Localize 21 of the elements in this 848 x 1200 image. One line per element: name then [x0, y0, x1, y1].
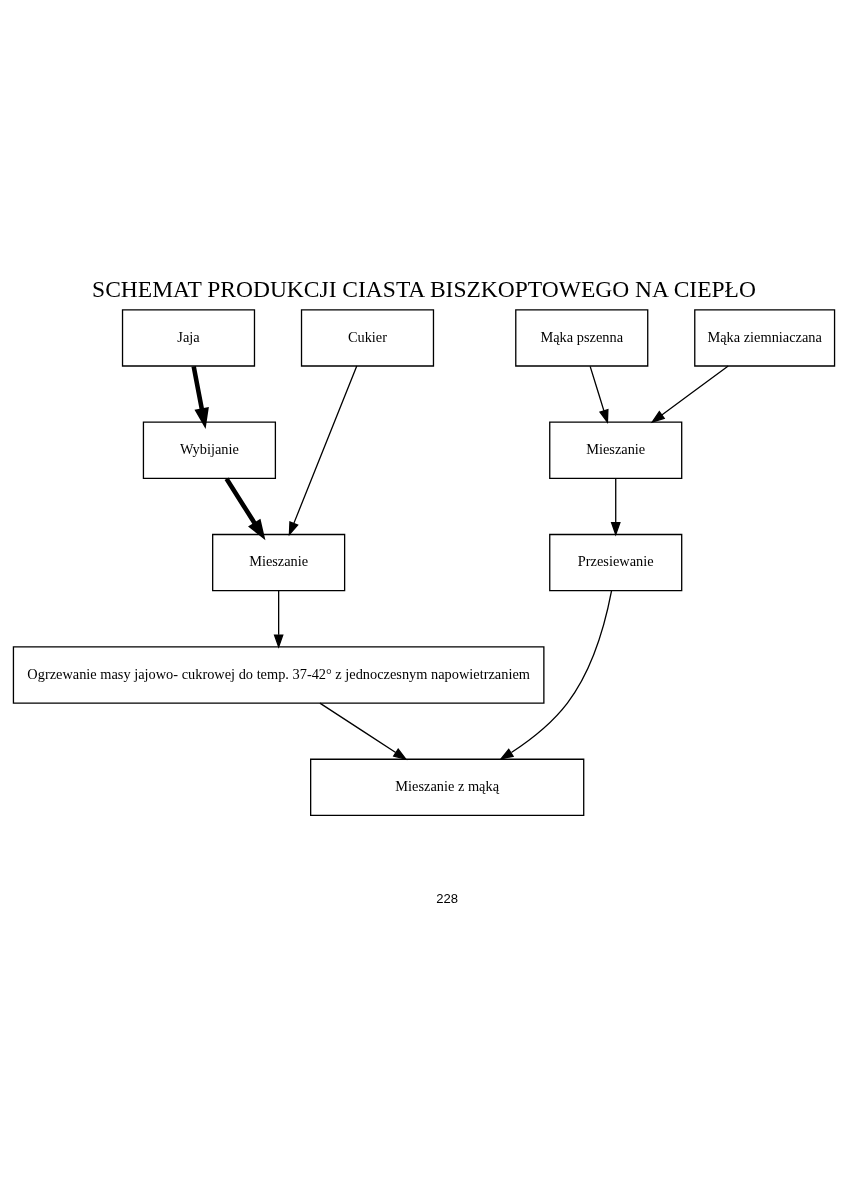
node-box: Przesiewanie — [549, 533, 683, 591]
node-box: Mieszanie — [549, 421, 683, 479]
node-box: Mieszanie — [212, 533, 346, 591]
arrow — [191, 365, 209, 429]
arrow — [499, 589, 613, 760]
arrow — [650, 364, 729, 423]
arrow — [273, 589, 284, 649]
arrow — [319, 701, 408, 760]
label: 228 — [436, 890, 459, 906]
arrow — [610, 477, 621, 536]
node-box: Jaja — [121, 308, 256, 367]
diagram-title: SCHEMAT PRODUKCJI CIASTA BISZKOPTOWEGO NA CIEPŁO — [92, 275, 756, 302]
node-box: Mąka ziemniaczana — [694, 308, 836, 367]
node-box: Mąka pszenna — [515, 308, 649, 367]
arrow — [288, 364, 358, 536]
node-box: Cukier — [300, 308, 435, 367]
node-box: Wybijanie — [142, 421, 277, 479]
arrow — [224, 476, 266, 540]
node-box: Mieszanie z mąką — [310, 758, 585, 816]
arrow — [589, 365, 609, 424]
node-box: Ogrzewanie masy jajowo- cukrowej do temp. 37-42° z jednoczesnym napowietrzaniem — [12, 645, 545, 704]
